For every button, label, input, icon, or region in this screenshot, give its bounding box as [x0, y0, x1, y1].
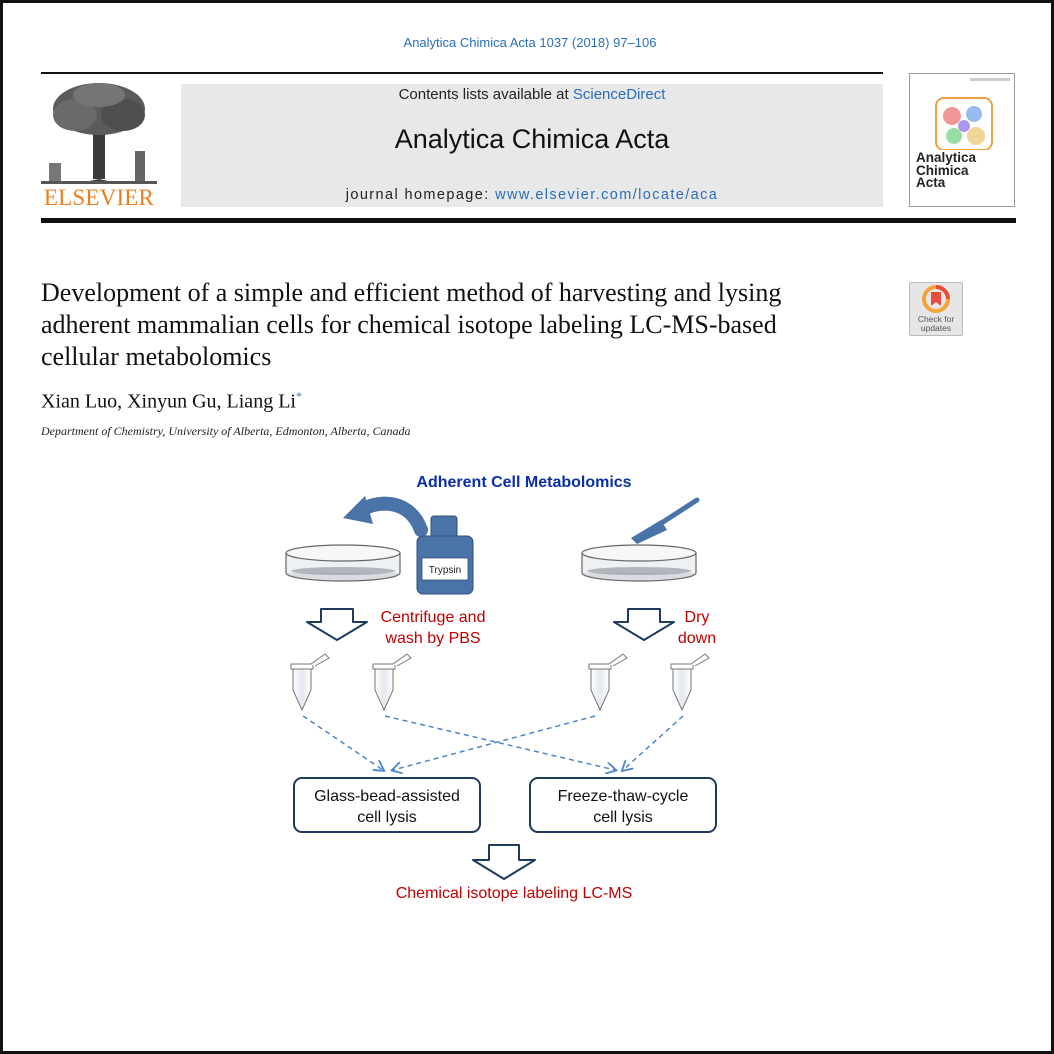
box-right-line1: Freeze-thaw-cycle [558, 788, 689, 805]
badge-line: Check for [917, 314, 955, 324]
sciencedirect-link[interactable]: ScienceDirect [572, 86, 666, 103]
down-arrow-right-icon [613, 608, 675, 641]
box-left-line2: cell lysis [357, 809, 417, 826]
header-bottom-rule [41, 218, 1016, 223]
affiliation: Department of Chemistry, University of A… [41, 424, 411, 438]
dashed-arrow [393, 715, 596, 770]
homepage-line: journal homepage: www.elsevier.com/locat… [181, 187, 883, 203]
petri-dish-left [285, 544, 401, 582]
microtube-icon [670, 653, 710, 712]
journal-title: Analytica Chimica Acta [394, 124, 670, 154]
dashed-arrow [384, 715, 615, 770]
trypsin-label: Trypsin [429, 565, 461, 576]
homepage-prefix: journal homepage: [345, 187, 496, 203]
step-right-line1: Dry [685, 609, 710, 626]
elsevier-wordmark: ELSEVIER [43, 185, 155, 210]
cover-title-line: Analytica [916, 150, 977, 165]
microtube-icon [290, 653, 330, 712]
trypsin-bottle-icon [416, 515, 474, 595]
article-title: Development of a simple and efficient me… [41, 278, 782, 371]
box-right-line2: cell lysis [593, 809, 653, 826]
microtube-icon [588, 653, 628, 712]
contents-prefix: Contents lists available at [398, 86, 573, 103]
homepage-link[interactable]: www.elsevier.com/locate/aca [495, 187, 719, 203]
corresponding-author-mark[interactable]: * [295, 389, 302, 403]
down-arrow-left-icon [306, 608, 368, 641]
step-left-line1: Centrifuge and [381, 609, 486, 626]
glass-bead-lysis-box [293, 777, 481, 833]
top-rule [41, 72, 883, 74]
check-for-updates-label: Check for updates [910, 315, 962, 333]
ga-title: Adherent Cell Metabolomics [416, 474, 631, 491]
elsevier-logo[interactable]: ELSEVIER [41, 81, 157, 211]
journal-cover-thumbnail[interactable]: Analytica Chimica Acta [909, 73, 1015, 207]
curved-arrow-head-icon [343, 496, 373, 524]
journal-banner: Contents lists available at ScienceDirec… [181, 84, 883, 207]
cover-artwork-icon [935, 78, 1010, 151]
petri-dish-right [581, 544, 697, 582]
badge-line: updates [920, 323, 952, 333]
journal-citation[interactable]: Analytica Chimica Acta 1037 (2018) 97–10… [403, 35, 657, 50]
freeze-thaw-lysis-box [529, 777, 717, 833]
down-arrow-bottom-icon [472, 844, 536, 880]
cover-title-line: Acta [916, 175, 946, 190]
step-right-line2: down [678, 630, 716, 647]
author-list: Xian Luo, Xinyun Gu, Liang Li* [41, 389, 841, 414]
author-names[interactable]: Xian Luo, Xinyun Gu, Liang Li [41, 390, 296, 413]
tree-icon [41, 83, 157, 184]
dashed-arrow [623, 715, 684, 770]
microtube-icon [372, 653, 412, 712]
check-for-updates-badge[interactable]: Check for updates [909, 282, 963, 336]
cover-title: Analytica Chimica Acta [916, 150, 1012, 190]
cover-title-line: Chimica [916, 162, 969, 178]
step-left-line2: wash by PBS [384, 630, 480, 647]
box-left-line1: Glass-bead-assisted [314, 788, 460, 805]
dashed-arrow [302, 715, 383, 770]
final-step: Chemical isotope labeling LC-MS [396, 885, 633, 902]
spatula-icon [631, 497, 700, 544]
bookmark-ring-icon [922, 285, 950, 313]
contents-line: Contents lists available at ScienceDirec… [181, 86, 883, 103]
graphical-abstract: Adherent Cell Metabolomics Trypsin [285, 474, 717, 902]
